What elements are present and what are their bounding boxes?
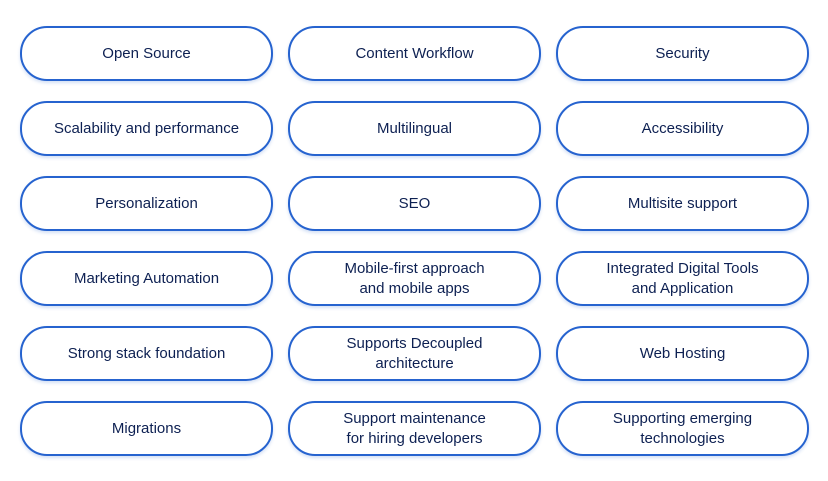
feature-pill-label: Marketing Automation [73,269,220,287]
feature-pill-web-hosting: Web Hosting [556,326,809,381]
feature-pill-mobile-first-approach: Mobile-first approach and mobile apps [288,251,541,306]
feature-pill-content-workflow: Content Workflow [288,26,541,81]
feature-pill-label: Scalability and performance [53,119,240,137]
feature-pill-label: Multisite support [627,194,738,212]
feature-pill-label: Mobile-first approach and mobile apps [344,259,485,297]
feature-pill-label: Security [655,44,710,62]
feature-pill-marketing-automation: Marketing Automation [20,251,273,306]
feature-pill-label: Content Workflow [355,44,474,62]
feature-pill-label: Supporting emerging technologies [612,409,753,447]
feature-pill-label: Supports Decoupled architecture [346,334,483,372]
feature-pill-label: Web Hosting [639,344,726,362]
feature-pill-integrated-digital-tools: Integrated Digital Tools and Application [556,251,809,306]
feature-pill-support-maintenance: Support maintenance for hiring developer… [288,401,541,456]
feature-pill-seo: SEO [288,176,541,231]
feature-pill-label: Personalization [95,194,198,212]
feature-pill-label: Integrated Digital Tools and Application [606,259,759,297]
feature-pill-label: Accessibility [641,119,724,137]
feature-pill-personalization: Personalization [20,176,273,231]
feature-pill-open-source: Open Source [20,26,273,81]
feature-pill-label: Multilingual [376,119,453,137]
feature-pill-scalability-and-performance: Scalability and performance [20,101,273,156]
feature-pill-security: Security [556,26,809,81]
features-grid: Open Source Content Workflow Security Sc… [20,26,809,456]
feature-pill-label: Strong stack foundation [67,344,226,362]
feature-pill-label: Migrations [111,419,182,437]
feature-pill-label: Open Source [102,44,191,62]
feature-pill-supporting-emerging-technologies: Supporting emerging technologies [556,401,809,456]
feature-pill-multisite-support: Multisite support [556,176,809,231]
feature-pill-accessibility: Accessibility [556,101,809,156]
feature-pill-supports-decoupled-architecture: Supports Decoupled architecture [288,326,541,381]
feature-pill-label: SEO [398,194,431,212]
feature-pill-multilingual: Multilingual [288,101,541,156]
feature-pill-migrations: Migrations [20,401,273,456]
feature-pill-strong-stack-foundation: Strong stack foundation [20,326,273,381]
feature-pill-label: Support maintenance for hiring developer… [343,409,486,447]
